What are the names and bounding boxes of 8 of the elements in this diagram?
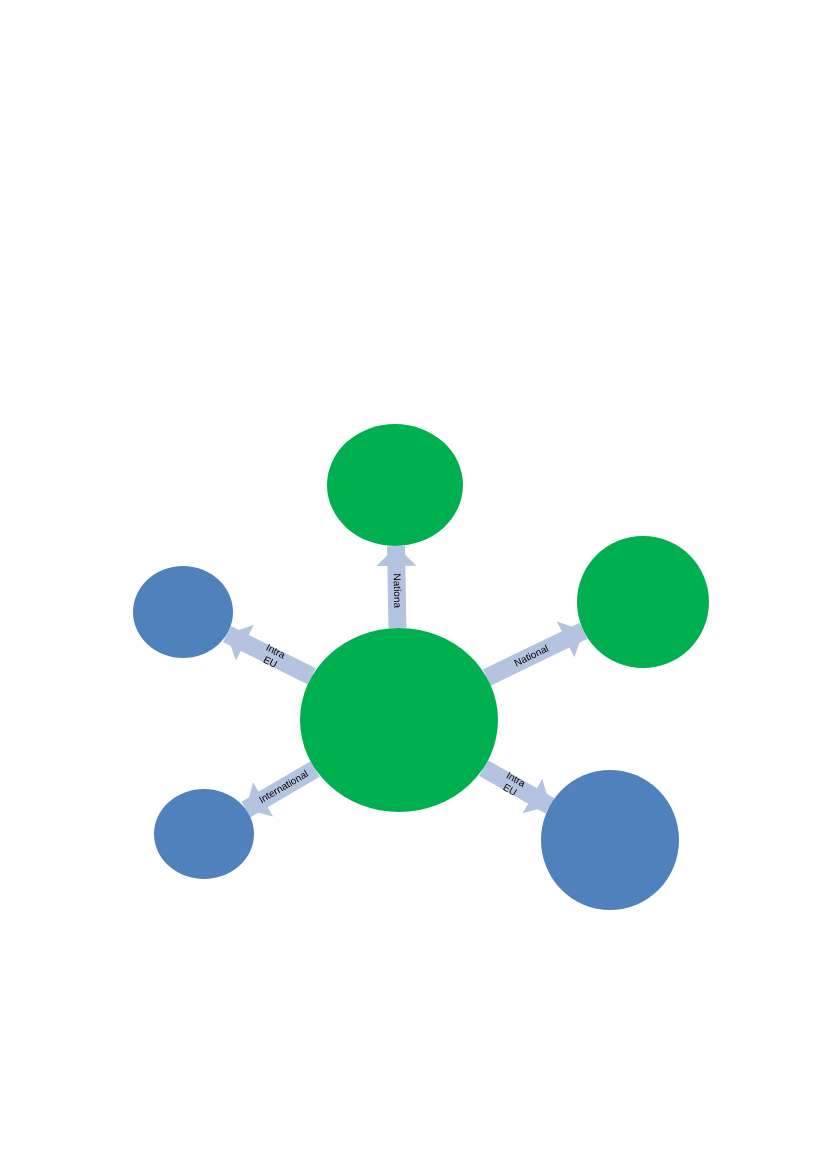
block-arrow — [222, 625, 316, 685]
edge-label: Nationa — [390, 573, 403, 609]
block-arrow — [241, 761, 320, 818]
edge-label: Intra EU — [500, 768, 529, 800]
block-arrow — [482, 621, 588, 686]
edge-label: Intra EU — [260, 641, 288, 672]
block-arrow — [478, 760, 555, 814]
block-arrow — [376, 545, 417, 629]
